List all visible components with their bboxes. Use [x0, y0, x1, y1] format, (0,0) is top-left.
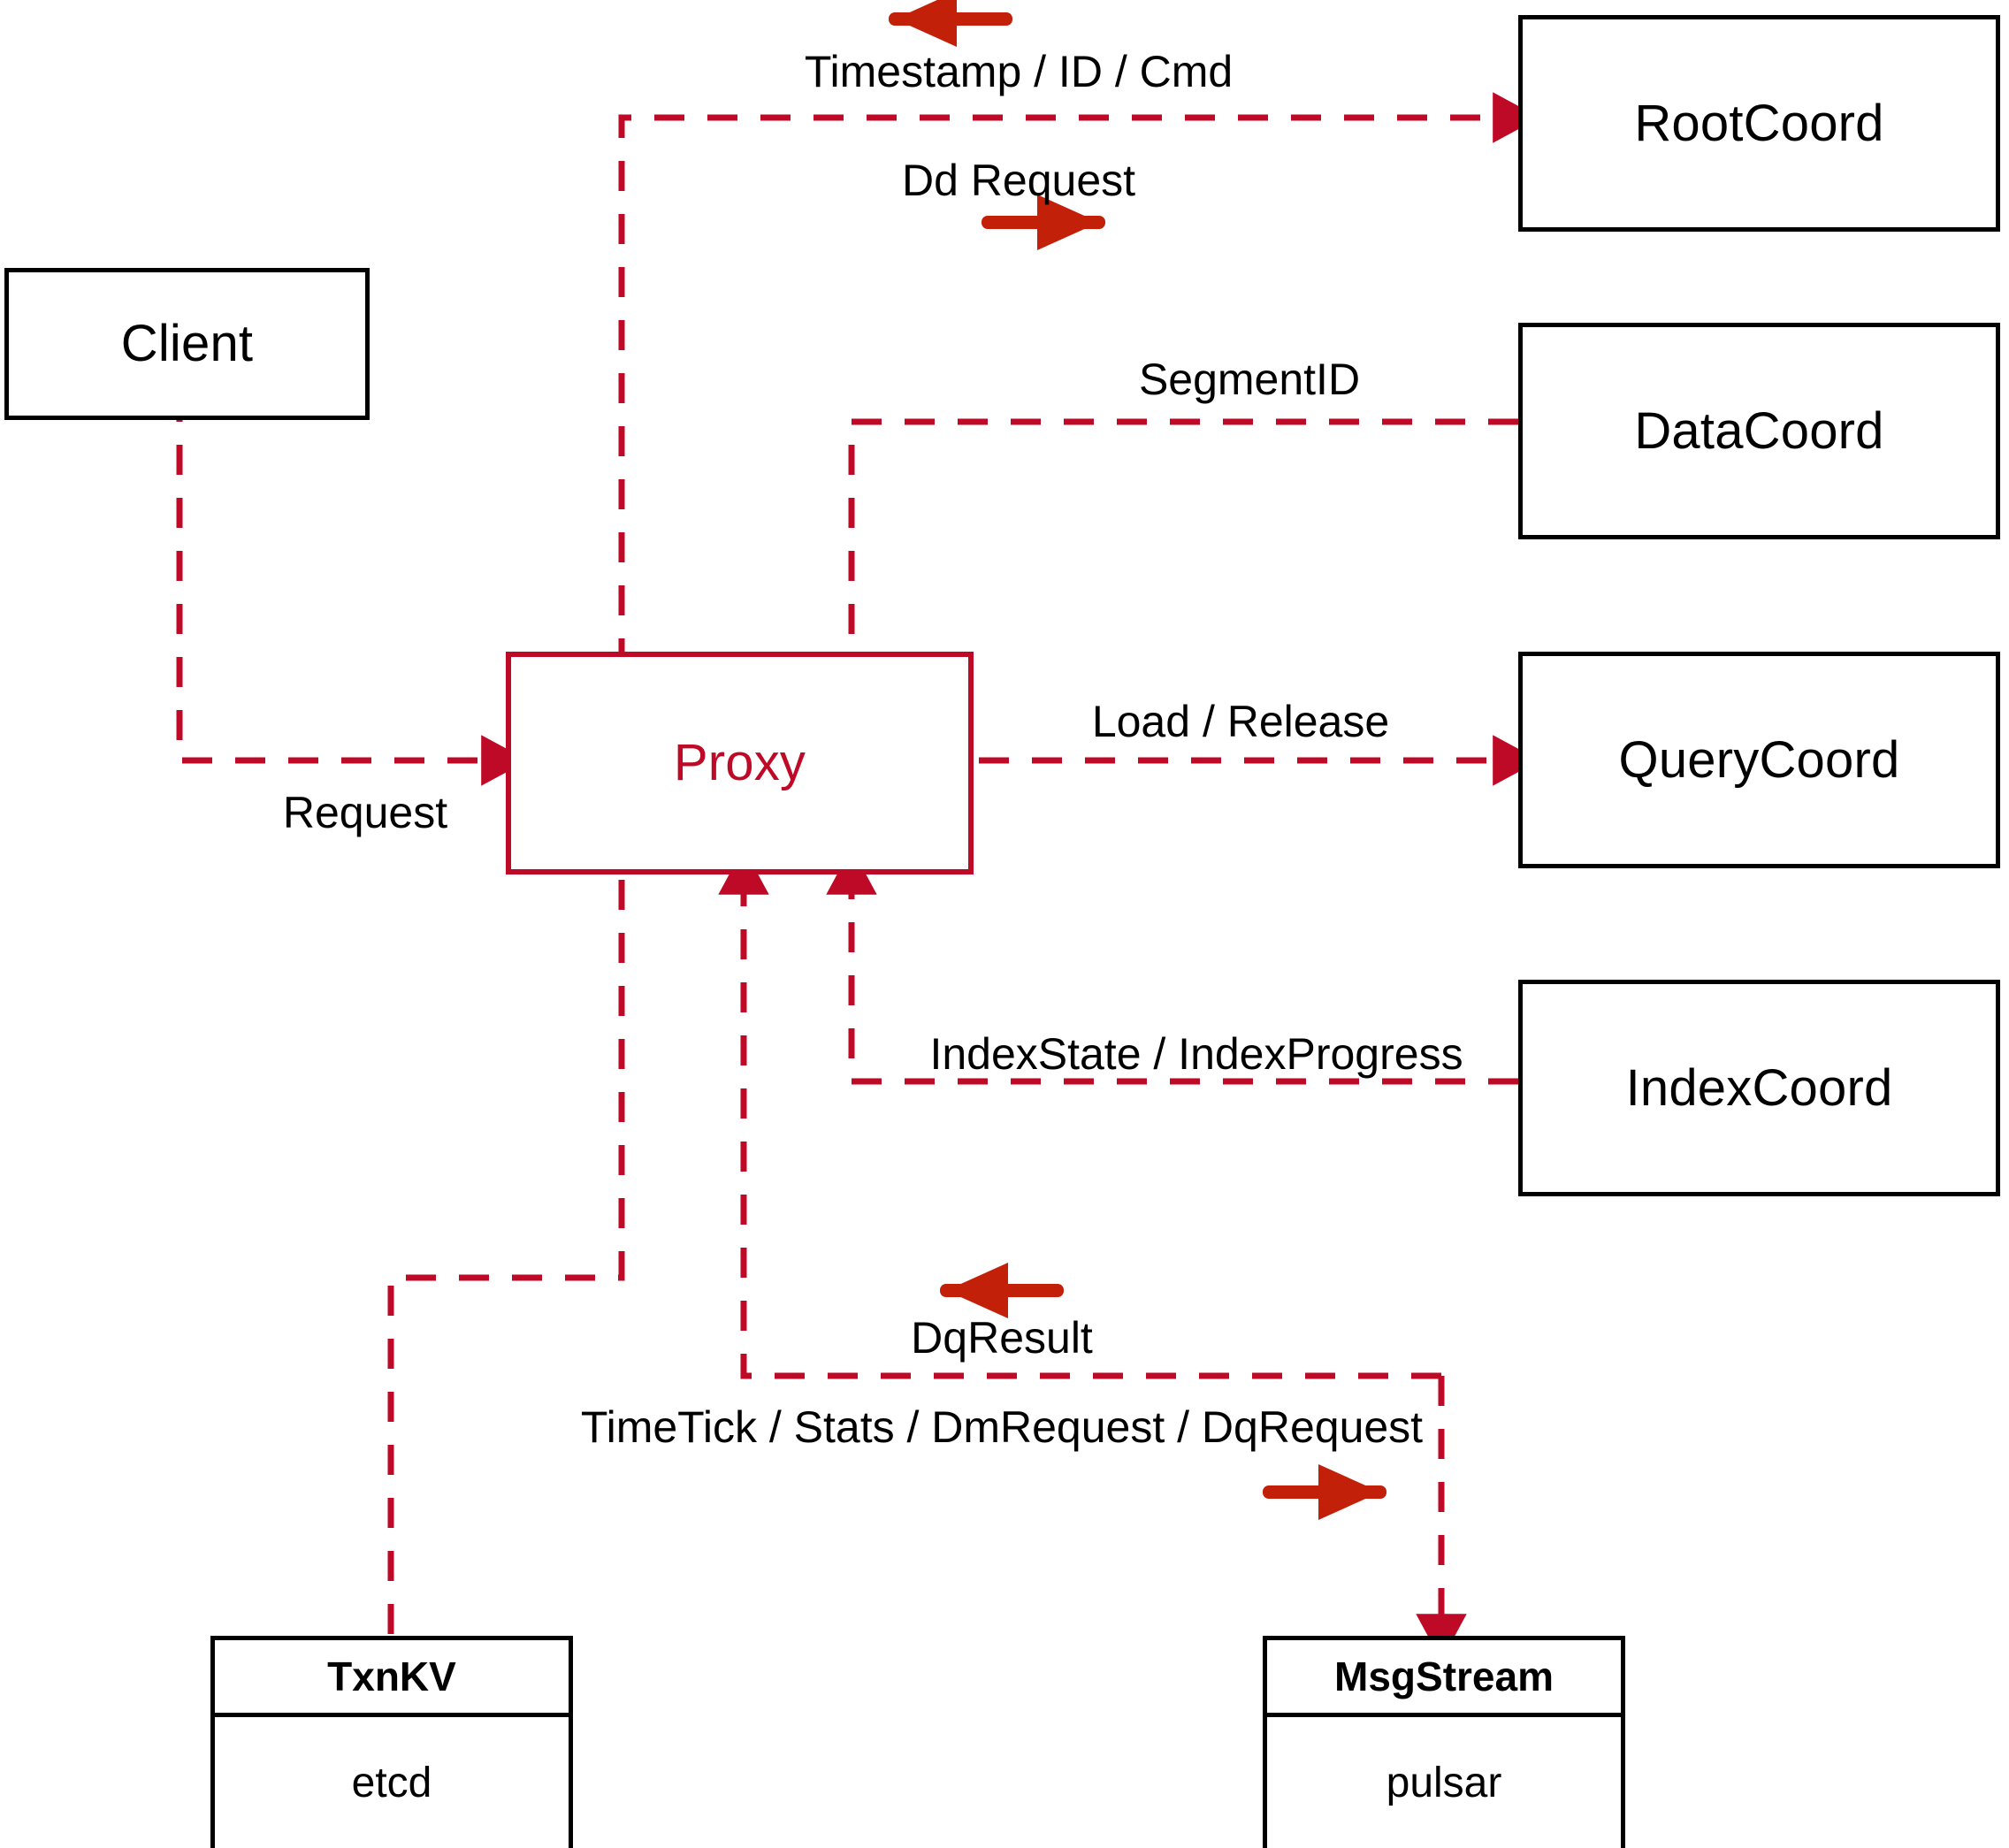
arrow-left-timestamp — [889, 0, 1012, 47]
node-rootcoord[interactable]: RootCoord — [1518, 15, 2000, 232]
node-proxy[interactable]: Proxy — [506, 652, 974, 874]
node-msgstream[interactable]: MsgStream pulsar — [1263, 1636, 1625, 1848]
edge-label-indexstate: IndexState / IndexProgress — [929, 1029, 1463, 1079]
node-querycoord-label: QueryCoord — [1618, 730, 1900, 789]
node-client-label: Client — [120, 315, 254, 372]
wire-dqresult — [718, 847, 1441, 1379]
node-indexcoord-label: IndexCoord — [1625, 1058, 1893, 1117]
node-txnkv-title: TxnKV — [215, 1640, 569, 1717]
node-client[interactable]: Client — [4, 268, 370, 420]
edge-label-request: Request — [282, 788, 448, 837]
edge-label-segmentid: SegmentID — [1138, 355, 1361, 404]
arrow-left-dqresult — [940, 1263, 1064, 1318]
edge-label-dqresult: DqResult — [911, 1313, 1093, 1363]
wire-txnkv — [387, 880, 625, 1636]
node-txnkv[interactable]: TxnKV etcd — [210, 1636, 573, 1848]
node-querycoord[interactable]: QueryCoord — [1518, 652, 2000, 868]
node-txnkv-body: etcd — [351, 1759, 432, 1806]
node-datacoord[interactable]: DataCoord — [1518, 323, 2000, 539]
node-rootcoord-label: RootCoord — [1634, 94, 1884, 152]
node-indexcoord[interactable]: IndexCoord — [1518, 980, 2000, 1196]
edge-label-load-release: Load / Release — [1091, 697, 1390, 746]
node-msgstream-body: pulsar — [1386, 1759, 1502, 1806]
wire-segmentid — [826, 418, 1518, 701]
arrow-right-timetick — [1263, 1464, 1386, 1520]
node-msgstream-title: MsgStream — [1267, 1640, 1621, 1717]
edge-label-timetick: TimeTick / Stats / DmRequest / DqRequest — [580, 1402, 1424, 1452]
node-proxy-label: Proxy — [673, 734, 806, 791]
node-datacoord-label: DataCoord — [1634, 401, 1884, 460]
edge-label-dd-request: Dd Request — [901, 156, 1136, 205]
wire-request — [176, 392, 529, 786]
edge-label-timestamp: Timestamp / ID / Cmd — [804, 47, 1234, 96]
